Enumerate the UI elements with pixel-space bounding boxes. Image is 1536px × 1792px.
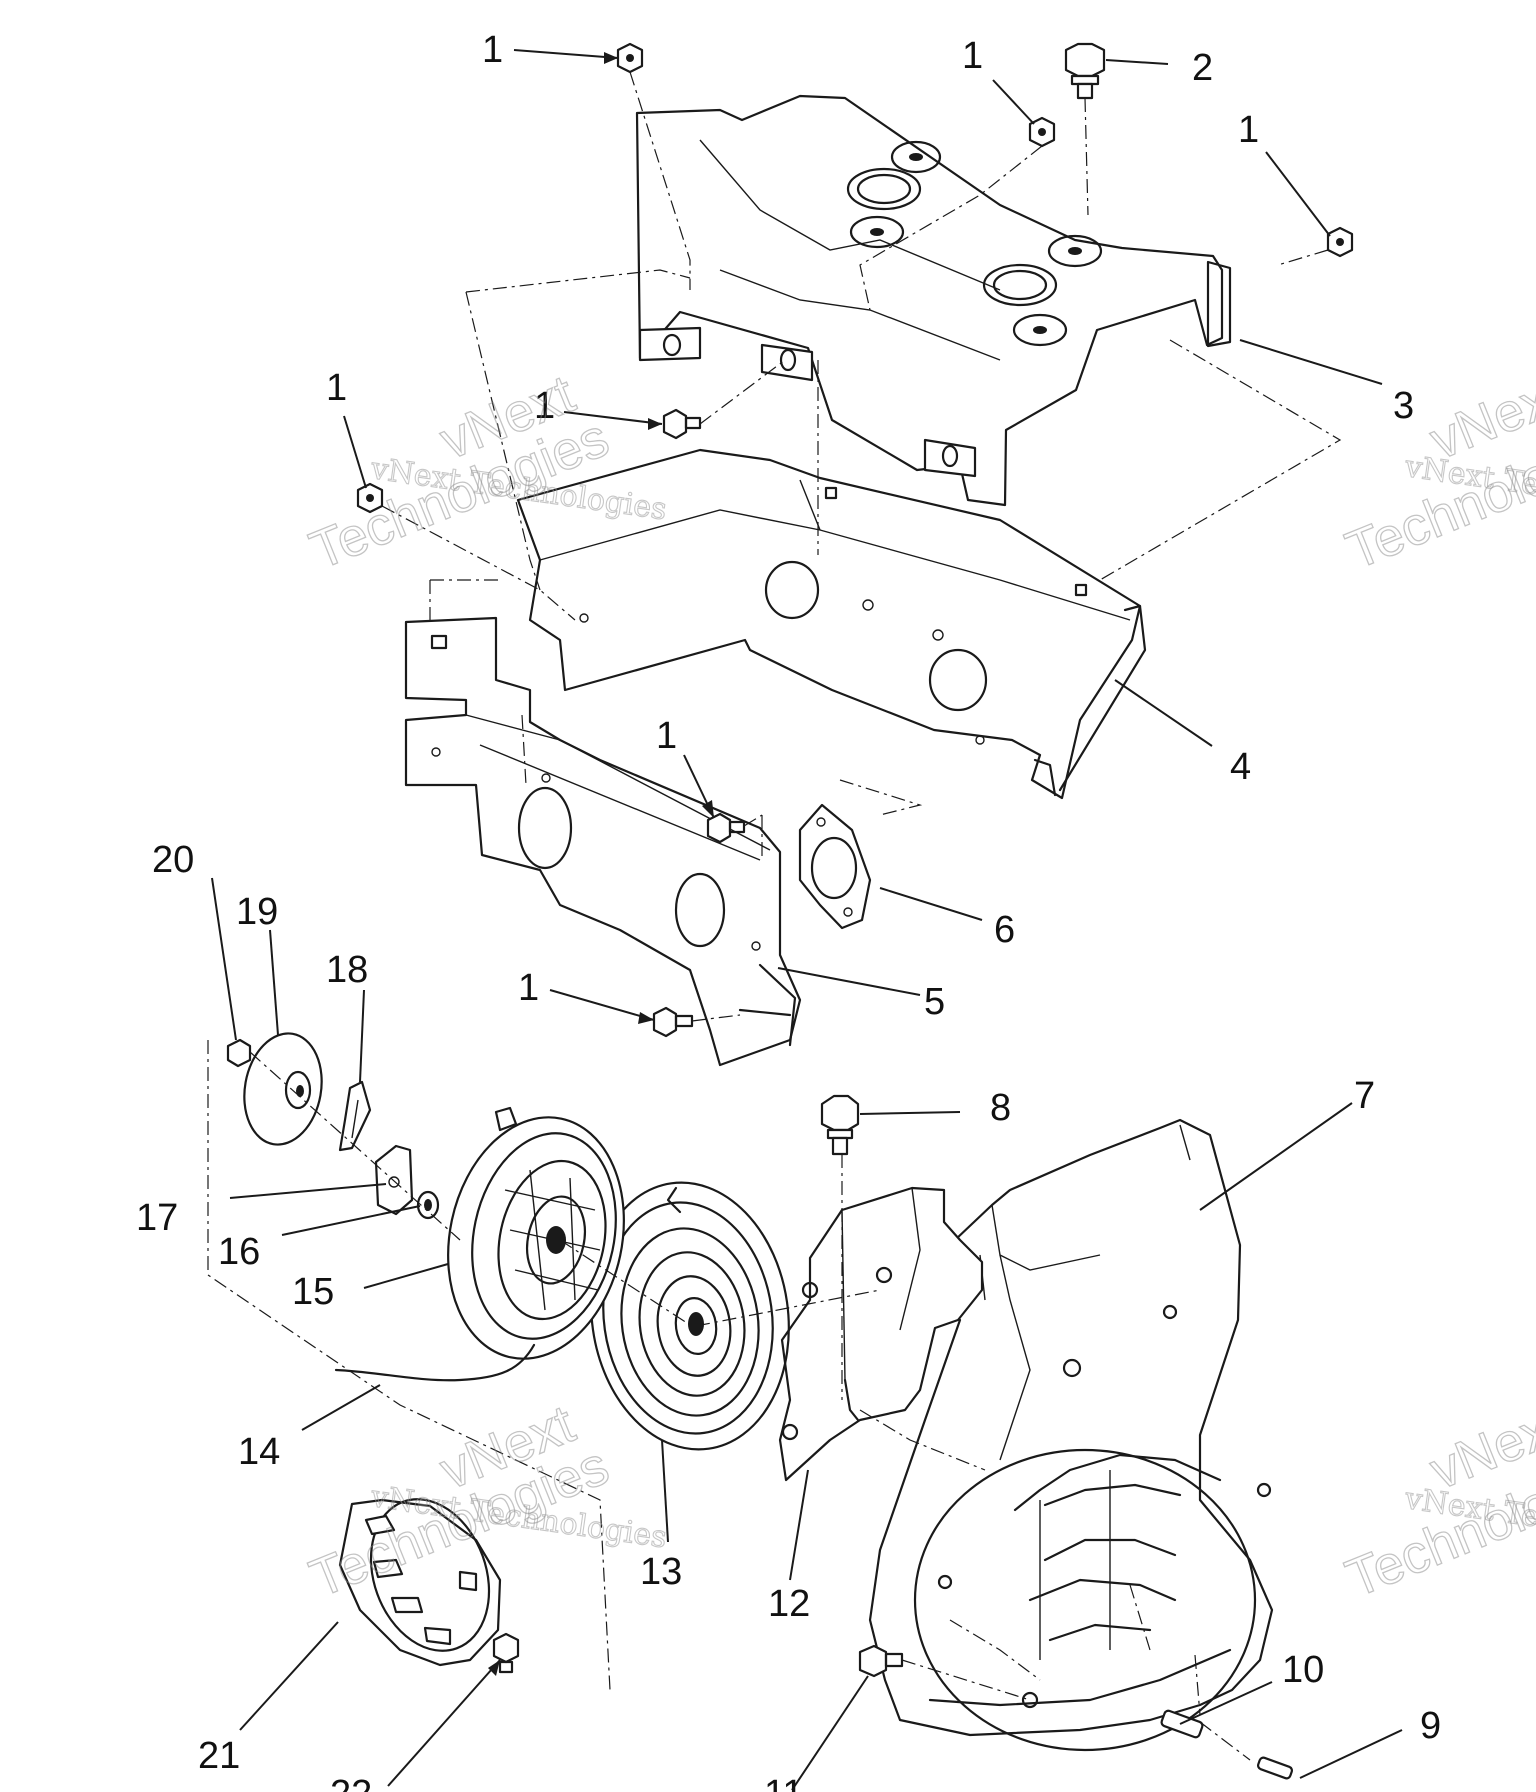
exhaust-gasket: [798, 803, 872, 930]
drive-pawl: [416, 1190, 440, 1220]
callout-11: 11: [764, 1773, 803, 1792]
starter-rope: [334, 1343, 536, 1382]
hex-nut-1d: [356, 482, 384, 514]
bolt-1e: [662, 408, 702, 440]
callout-2: 2: [1192, 47, 1213, 89]
starter-bracket: [778, 1186, 984, 1482]
callout-17: 17: [136, 1197, 178, 1239]
hub-nut: [226, 1038, 252, 1068]
callout-1d: 1: [326, 367, 347, 409]
callout-labels: 1 1 2 1 3 1 1 4 1 6 20 19 18 5 1 8 7 17 …: [136, 29, 1441, 1792]
bolt-22: [492, 1632, 520, 1674]
assembly-lines: [207, 71, 1342, 1761]
starter-pulley: [447, 1106, 625, 1360]
callout-1b: 1: [962, 35, 983, 77]
callout-13: 13: [640, 1551, 682, 1593]
middle-heat-shield: [516, 448, 1147, 800]
callout-10: 10: [1282, 1649, 1324, 1691]
hex-nut-1b: [1028, 116, 1056, 148]
callout-9: 9: [1420, 1705, 1441, 1747]
callout-19: 19: [236, 891, 278, 933]
callout-12: 12: [768, 1583, 810, 1625]
callout-1e: 1: [534, 385, 555, 427]
spring-clip: [338, 1080, 372, 1152]
hex-nut-1a: [616, 42, 644, 74]
callout-3: 3: [1393, 385, 1414, 427]
callout-5: 5: [924, 981, 945, 1023]
callout-4: 4: [1230, 746, 1251, 788]
starter-cup: [338, 1498, 502, 1667]
bolt-8: [820, 1094, 860, 1156]
callout-1a: 1: [482, 29, 503, 71]
bolt-1f: [706, 812, 746, 844]
leader-lines: [211, 49, 1403, 1791]
callout-20: 20: [152, 839, 194, 881]
bolt-1g: [652, 1006, 694, 1038]
callout-6: 6: [994, 909, 1015, 951]
callout-18: 18: [326, 949, 368, 991]
ratchet-hub: [374, 1144, 414, 1216]
callout-1f: 1: [656, 715, 677, 757]
upper-heat-shield: [635, 94, 1232, 507]
callout-22: 22: [330, 1773, 372, 1792]
friction-plate: [243, 1032, 323, 1146]
callout-7: 7: [1354, 1075, 1375, 1117]
pin-9: [1256, 1756, 1294, 1780]
callout-15: 15: [292, 1271, 334, 1313]
bolt-2: [1064, 42, 1106, 100]
callout-1c: 1: [1238, 109, 1259, 151]
callout-8: 8: [990, 1087, 1011, 1129]
lower-exhaust-bracket: [404, 616, 802, 1067]
callout-21: 21: [198, 1735, 240, 1777]
callout-16: 16: [218, 1231, 260, 1273]
hex-nut-1c: [1326, 226, 1354, 258]
recoil-spring: [590, 1181, 790, 1451]
callout-1g: 1: [518, 967, 539, 1009]
callout-14: 14: [238, 1431, 280, 1473]
